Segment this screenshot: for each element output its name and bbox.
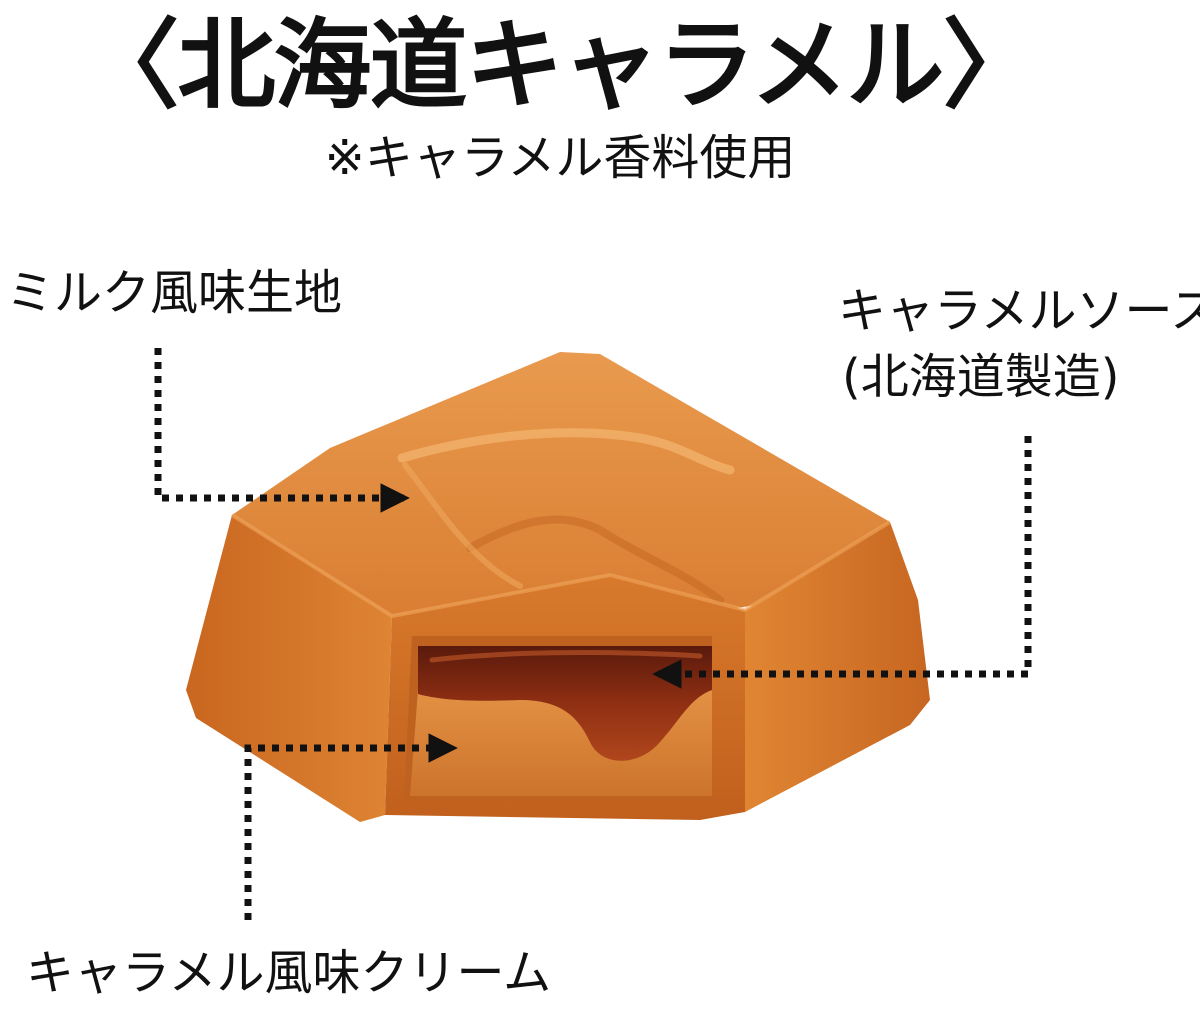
arrow-caramel-cream [244, 733, 458, 920]
chocolate-top-surface [232, 352, 890, 616]
chocolate-edge-highlight [230, 513, 892, 619]
label-caramel-sauce: キャラメルソース [838, 283, 1200, 339]
arrow-caramel-sauce [652, 436, 1032, 689]
label-caramel-cream: キャラメル風味クリーム [26, 945, 552, 1001]
caramel-sauce-highlight [429, 650, 703, 663]
chocolate-top-ridge-2 [466, 515, 724, 604]
chocolate-top-ridge-3 [402, 462, 523, 589]
chocolate-left-face [186, 515, 392, 822]
flavor-note: ※キャラメル香料使用 [324, 130, 796, 186]
leader-arrows [154, 348, 1032, 920]
caramel-sauce-layer [418, 646, 712, 761]
arrow-milk-dough [154, 348, 410, 513]
product-title: 〈北海道キャラメル〉 [81, 9, 1040, 123]
chocolate-piece [186, 352, 930, 822]
label-caramel-sauce-origin: (北海道製造) [842, 349, 1120, 405]
chocolate-right-face [745, 522, 930, 812]
label-milk-dough: ミルク風味生地 [6, 265, 343, 321]
chocolate-top-ridge [397, 428, 735, 475]
